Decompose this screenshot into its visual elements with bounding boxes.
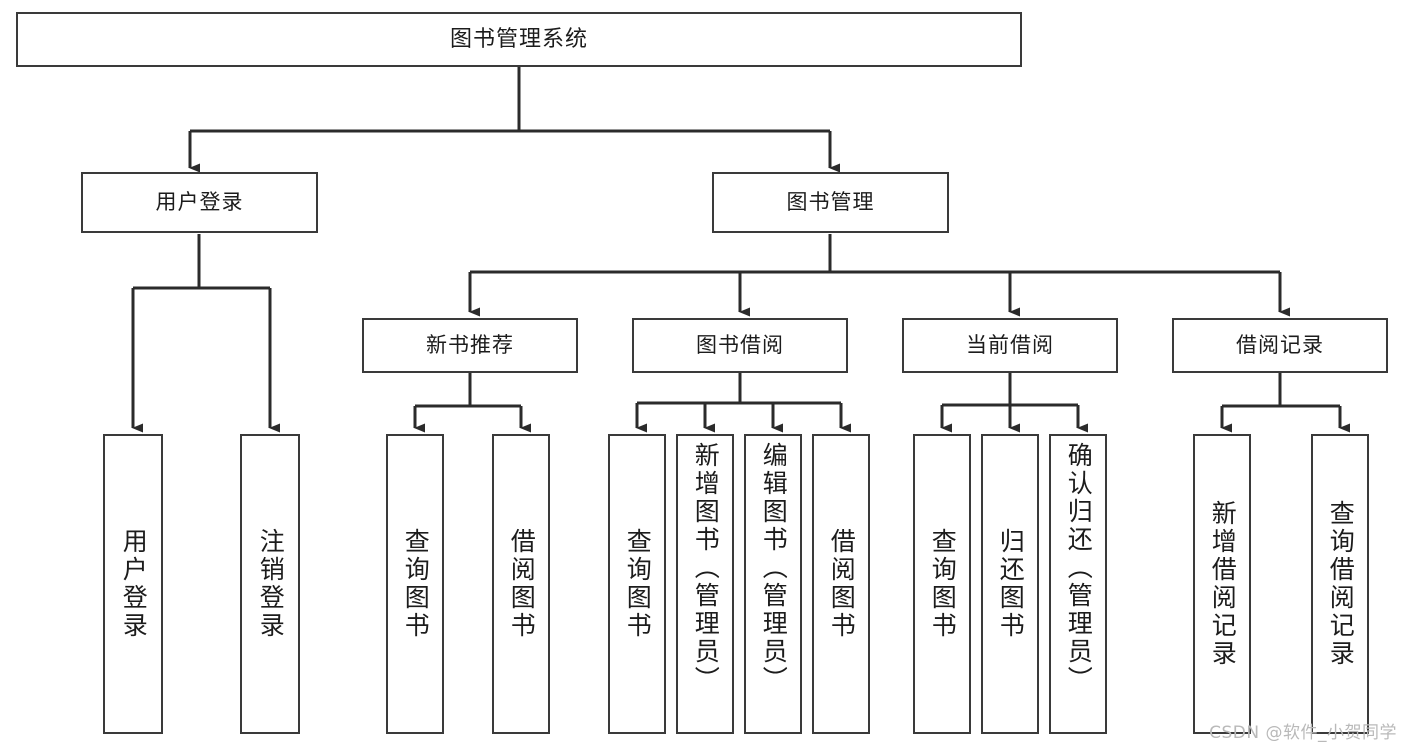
node-borrow-records-label: 借阅记录 xyxy=(1236,333,1324,358)
node-book-management-label: 图书管理 xyxy=(786,190,875,215)
node-leaf-borrow-edit-book-admin[interactable]: 编辑图书（管理员） xyxy=(744,434,802,734)
node-leaf-current-confirm-return-admin[interactable]: 确认归还（管理员） xyxy=(1049,434,1107,734)
node-leaf-logout-label: 注销登录 xyxy=(256,528,286,640)
node-leaf-records-query-record-label: 查询借阅记录 xyxy=(1326,500,1356,668)
node-new-book-recommend[interactable]: 新书推荐 xyxy=(362,318,578,373)
node-leaf-borrow-query-book-label: 查询图书 xyxy=(623,528,653,640)
node-leaf-records-query-record[interactable]: 查询借阅记录 xyxy=(1311,434,1369,734)
node-current-borrow-label: 当前借阅 xyxy=(966,333,1054,358)
node-leaf-user-login-label: 用户登录 xyxy=(119,528,149,640)
node-leaf-current-query-book-label: 查询图书 xyxy=(928,528,958,640)
node-leaf-newbook-query-book[interactable]: 查询图书 xyxy=(386,434,444,734)
node-leaf-borrow-add-book-admin[interactable]: 新增图书（管理员） xyxy=(676,434,734,734)
node-leaf-logout[interactable]: 注销登录 xyxy=(240,434,300,734)
node-book-management[interactable]: 图书管理 xyxy=(712,172,949,233)
node-leaf-newbook-borrow-book-label: 借阅图书 xyxy=(507,528,537,640)
node-user-login[interactable]: 用户登录 xyxy=(81,172,318,233)
node-root-system-label: 图书管理系统 xyxy=(449,26,588,52)
node-new-book-recommend-label: 新书推荐 xyxy=(426,333,514,358)
node-leaf-newbook-borrow-book[interactable]: 借阅图书 xyxy=(492,434,550,734)
node-leaf-borrow-edit-book-admin-label: 编辑图书（管理员） xyxy=(759,442,789,694)
node-book-borrow[interactable]: 图书借阅 xyxy=(632,318,848,373)
node-leaf-borrow-borrow-book[interactable]: 借阅图书 xyxy=(812,434,870,734)
node-leaf-records-add-record[interactable]: 新增借阅记录 xyxy=(1193,434,1251,734)
node-current-borrow[interactable]: 当前借阅 xyxy=(902,318,1118,373)
node-borrow-records[interactable]: 借阅记录 xyxy=(1172,318,1388,373)
node-leaf-current-query-book[interactable]: 查询图书 xyxy=(913,434,971,734)
node-book-borrow-label: 图书借阅 xyxy=(696,333,784,358)
node-root-system[interactable]: 图书管理系统 xyxy=(16,12,1022,67)
node-user-login-label: 用户登录 xyxy=(155,190,244,215)
node-leaf-user-login[interactable]: 用户登录 xyxy=(103,434,163,734)
node-leaf-records-add-record-label: 新增借阅记录 xyxy=(1208,500,1238,668)
node-leaf-borrow-add-book-admin-label: 新增图书（管理员） xyxy=(691,442,721,694)
node-leaf-current-return-book-label: 归还图书 xyxy=(996,528,1026,640)
node-leaf-borrow-query-book[interactable]: 查询图书 xyxy=(608,434,666,734)
csdn-watermark: CSDN @软件_小贺同学 xyxy=(1209,723,1397,743)
node-leaf-current-return-book[interactable]: 归还图书 xyxy=(981,434,1039,734)
node-leaf-newbook-query-book-label: 查询图书 xyxy=(401,528,431,640)
node-leaf-borrow-borrow-book-label: 借阅图书 xyxy=(827,528,857,640)
node-leaf-current-confirm-return-admin-label: 确认归还（管理员） xyxy=(1064,442,1094,694)
